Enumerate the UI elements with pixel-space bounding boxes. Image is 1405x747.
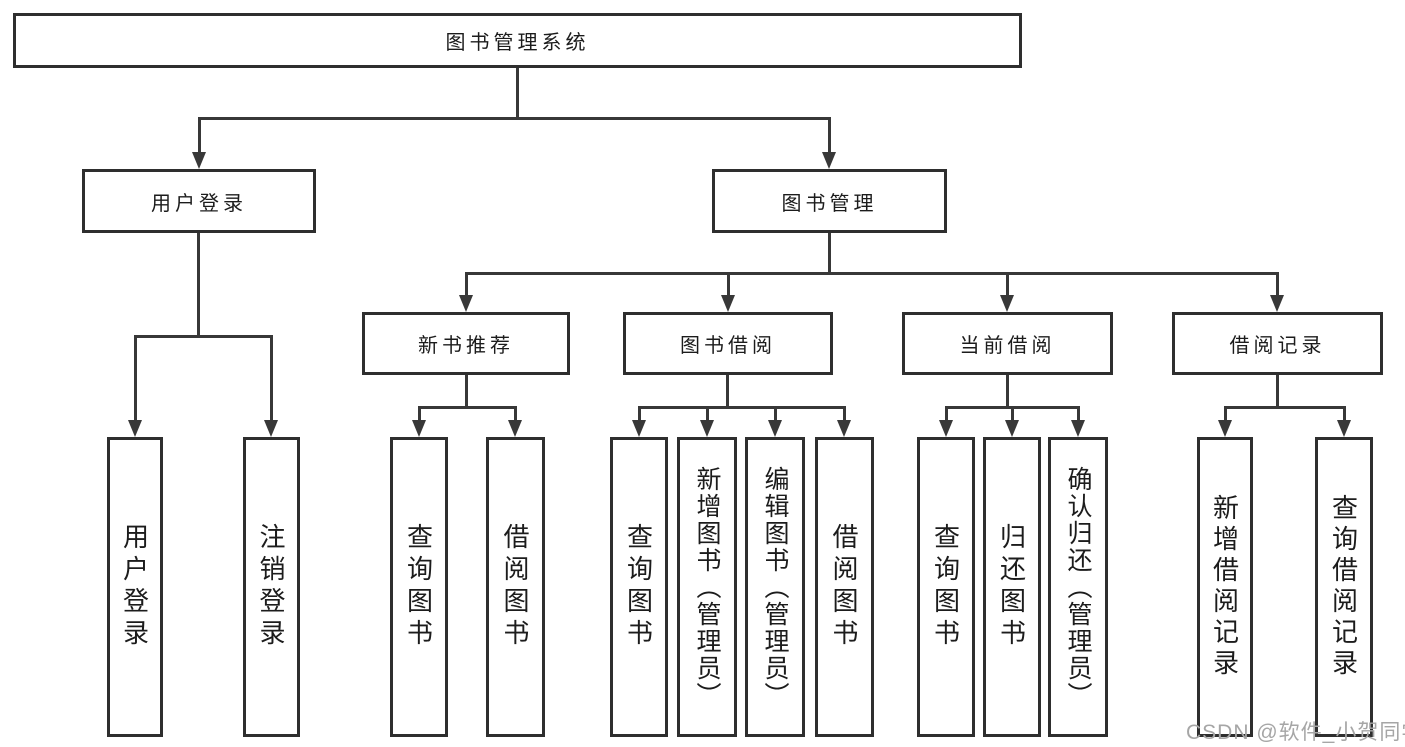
leaf-label: 查询图书 [623,523,654,651]
leaf-label: 新增借阅记录 [1209,494,1240,680]
arrow-down-icon [1270,272,1284,312]
node-label: 图书管理系统 [445,32,590,54]
leaf-query-books: 查询图书 [917,437,975,737]
leaf-borrow-books: 借阅图书 [486,437,545,737]
arrow-down-icon [508,406,522,437]
arrow-down-icon [1000,272,1014,312]
connector-line [516,68,519,120]
connector-line [1006,375,1009,408]
leaf-confirm-return-admin: 确认归还（管理员） [1048,437,1108,737]
leaf-add-book-admin: 新增图书（管理员） [677,437,737,737]
arrow-down-icon [1071,406,1085,437]
leaf-label: 编辑图书（管理员） [761,465,789,709]
node-library-system: 图书管理系统 [13,13,1022,68]
arrow-down-icon [412,406,426,437]
leaf-add-borrow-record: 新增借阅记录 [1197,437,1253,737]
leaf-borrow-books: 借阅图书 [815,437,874,737]
leaf-label: 查询图书 [403,523,434,651]
leaf-label: 查询借阅记录 [1328,494,1359,680]
node-label: 借阅记录 [1229,335,1326,357]
connector-line [1224,406,1345,409]
leaf-user-login: 用户登录 [107,437,163,737]
arrow-down-icon [1218,406,1232,437]
arrow-down-icon [459,272,473,312]
connector-line [418,406,516,409]
node-label: 当前借阅 [959,335,1056,357]
node-label: 图书管理 [781,192,878,215]
arrow-down-icon [721,272,735,312]
leaf-edit-book-admin: 编辑图书（管理员） [745,437,805,737]
leaf-label: 查询图书 [930,523,961,651]
arrow-down-icon [128,335,142,437]
connector-line [638,406,845,409]
connector-line [198,117,831,120]
leaf-query-borrow-record: 查询借阅记录 [1315,437,1373,737]
node-borrow-records: 借阅记录 [1172,312,1383,375]
node-user-login: 用户登录 [82,169,316,233]
node-label: 新书推荐 [418,335,514,357]
leaf-label: 新增图书（管理员） [693,465,721,709]
arrow-down-icon [1337,406,1351,437]
node-book-management: 图书管理 [712,169,947,233]
connector-line [465,272,1279,275]
node-current-borrow: 当前借阅 [902,312,1113,375]
connector-line [134,335,272,338]
arrow-down-icon [939,406,953,437]
arrow-down-icon [264,335,278,437]
leaf-label: 注销登录 [256,523,286,651]
arrow-down-icon [700,406,714,437]
connector-line [1276,375,1279,408]
leaf-query-books: 查询图书 [610,437,668,737]
node-new-book-recommend: 新书推荐 [362,312,570,375]
arrow-down-icon [632,406,646,437]
leaf-label: 归还图书 [996,523,1027,651]
arrow-down-icon [768,406,782,437]
leaf-label: 确认归还（管理员） [1064,465,1092,709]
connector-line [828,233,831,274]
leaf-label: 借阅图书 [500,523,530,651]
arrow-down-icon [837,406,851,437]
csdn-watermark: CSDN @软件_小贺同学 [1186,721,1405,744]
leaf-label: 借阅图书 [829,523,859,651]
leaf-return-books: 归还图书 [983,437,1041,737]
node-label: 用户登录 [151,192,247,215]
node-label: 图书借阅 [680,335,776,357]
node-book-borrow: 图书借阅 [623,312,833,375]
connector-line [465,375,468,408]
connector-line [197,233,200,337]
arrow-down-icon [1005,406,1019,437]
leaf-logout: 注销登录 [243,437,300,737]
arrow-down-icon [192,117,206,169]
leaf-query-books: 查询图书 [390,437,448,737]
connector-line [726,375,729,408]
arrow-down-icon [822,117,836,169]
leaf-label: 用户登录 [119,523,150,651]
